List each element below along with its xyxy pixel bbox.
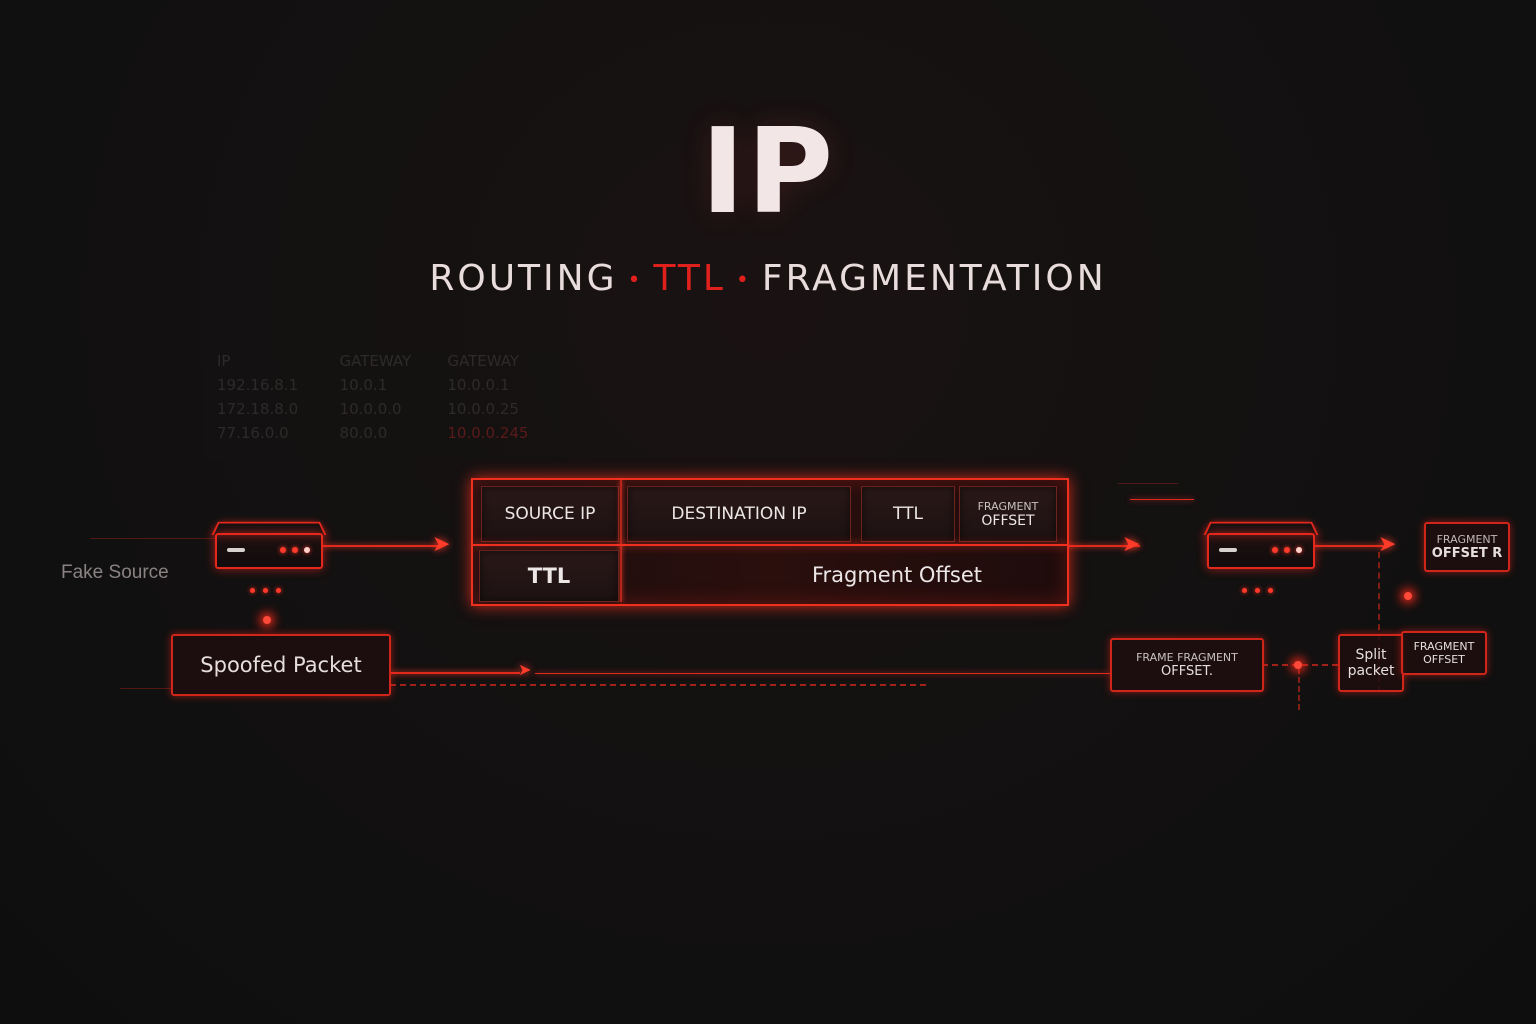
status-dots-icon: [1242, 588, 1273, 593]
arrow-right-icon: ➤: [1378, 531, 1397, 556]
field-ttl: TTL: [861, 486, 955, 542]
table-row: 172.18.8.0 10.0.0.0 10.0.0.25: [205, 400, 565, 418]
connector-dashed-line: [1298, 668, 1300, 710]
connector-line: [120, 688, 172, 689]
spoofed-packet-label: Spoofed Packet: [200, 653, 362, 677]
field-fragment-label: FRAGMENT: [977, 499, 1039, 513]
connector-line: [1066, 545, 1140, 547]
packet-label: packet: [1347, 663, 1395, 679]
connector-dashed-line: [390, 684, 926, 686]
table-cell: 10.0.0.245: [447, 424, 529, 442]
router-icon-fake-source: [211, 521, 327, 569]
table-cell: 10.0.1: [339, 376, 388, 394]
subtitle-fragmentation: FRAGMENTATION: [761, 258, 1107, 299]
field-fragment-offset: FRAGMENT OFFSET: [959, 486, 1057, 542]
table-row: 192.16.8.1 10.0.1 10.0.0.1: [205, 376, 565, 394]
glow-node: [1294, 661, 1302, 669]
glow-node: [1404, 592, 1412, 600]
ip-packet-header: SOURCE IP DESTINATION IP TTL FRAGMENT OF…: [471, 478, 1069, 606]
connector-line: [320, 545, 440, 547]
connector-line: [90, 538, 215, 539]
split-label: Split: [1355, 647, 1387, 663]
table-row: 77.16.0.0 80.0.0 10.0.0.245: [205, 424, 565, 442]
table-cell: 77.16.0.0: [217, 424, 289, 442]
field-source-ip: SOURCE IP: [481, 486, 619, 542]
fragment-offset-box-bottom: FRAGMENT OFFSET: [1401, 631, 1487, 675]
header-divider: [473, 544, 1067, 546]
field-destination-ip: DESTINATION IP: [627, 486, 851, 542]
column-header: GATEWAY: [447, 352, 519, 370]
connector-line: [1118, 483, 1178, 484]
connector-line: [535, 673, 1110, 674]
subtitle-ttl: TTL: [653, 258, 726, 299]
table-cell: 172.18.8.0: [217, 400, 299, 418]
router-icon-destination: [1203, 521, 1319, 569]
split-packet-box: Split packet: [1338, 634, 1404, 692]
glow-node: [263, 616, 271, 624]
offset-label: OFFSET R: [1431, 546, 1503, 561]
spoofed-packet-box: Spoofed Packet: [171, 634, 391, 696]
table-cell: 10.0.0.0: [339, 400, 402, 418]
page-title: IP: [700, 102, 836, 240]
fragment-label: FRAGMENT: [1413, 640, 1475, 653]
connector-line: [1130, 499, 1194, 500]
frame-fragment-box: FRAME FRAGMENT OFFSET.: [1110, 638, 1264, 692]
table-cell: 10.0.0.1: [447, 376, 510, 394]
connector-line: [1313, 545, 1383, 547]
connector-dashed-line: [1378, 552, 1380, 692]
arrow-right-icon: ➤: [518, 662, 532, 679]
fake-source-label: Fake Source: [61, 562, 169, 583]
field-fragment-offset-row2: Fragment Offset: [811, 563, 983, 587]
subtitle: ROUTING • TTL • FRAGMENTATION: [0, 258, 1536, 299]
column-header: GATEWAY: [339, 352, 412, 370]
field-ttl-row2: TTL: [479, 550, 619, 602]
routing-table-header: IP GATEWAY GATEWAY: [205, 352, 565, 370]
arrow-right-icon: ➤: [1122, 531, 1141, 556]
subtitle-routing: ROUTING: [429, 258, 618, 299]
frame-fragment-label: FRAME FRAGMENT: [1136, 651, 1238, 664]
table-cell: 80.0.0: [339, 424, 388, 442]
column-header: IP: [217, 352, 231, 370]
fragment-label: FRAGMENT: [1436, 533, 1498, 546]
routing-table: IP GATEWAY GATEWAY 192.16.8.1 10.0.1 10.…: [205, 352, 565, 460]
separator-dot: •: [627, 267, 644, 293]
separator-dot: •: [735, 267, 752, 293]
header-divider: [620, 480, 622, 602]
arrow-right-icon: ➤: [432, 531, 451, 556]
fragment-offset-box-top: FRAGMENT OFFSET R: [1424, 522, 1510, 572]
field-offset-label: OFFSET: [981, 512, 1035, 529]
status-dots-icon: [250, 588, 281, 593]
table-cell: 192.16.8.1: [217, 376, 299, 394]
connector-line: [390, 672, 520, 674]
offset-label: OFFSET: [1423, 653, 1465, 666]
offset-label: OFFSET.: [1161, 664, 1213, 679]
table-cell: 10.0.0.25: [447, 400, 519, 418]
